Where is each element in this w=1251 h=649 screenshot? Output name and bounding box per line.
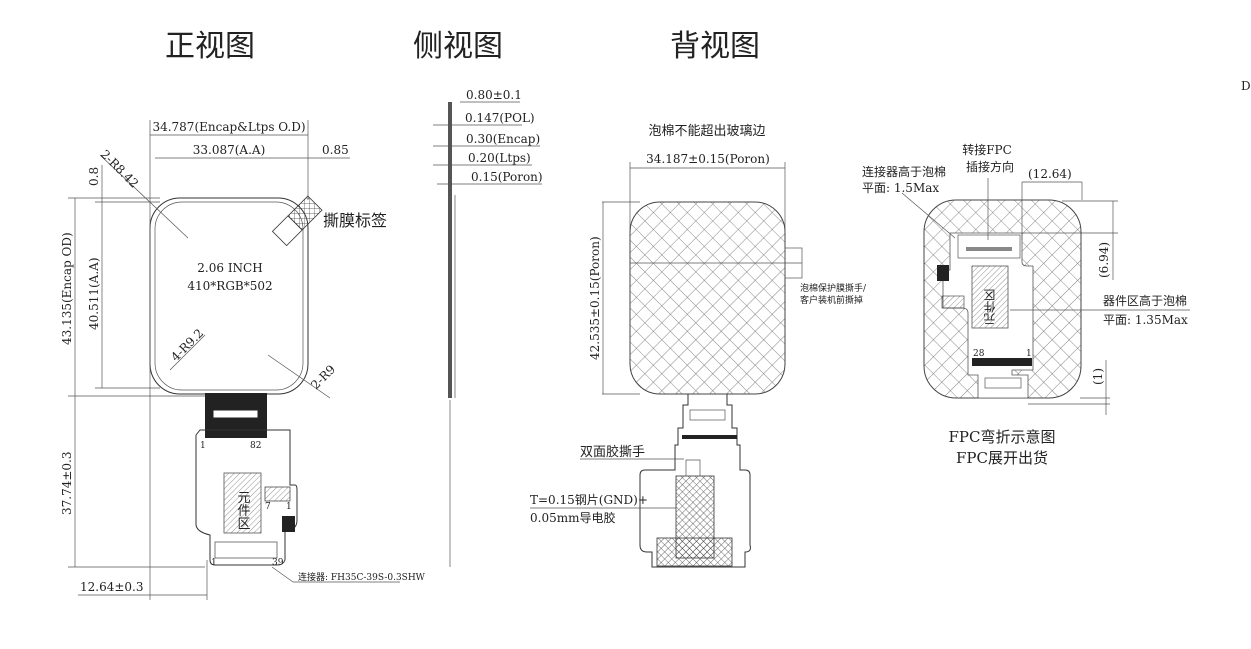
fpc-bent-view: 转接FPC 插接方向 连接器高于泡棉 平面: 1.5Max 元件区 28 1 (… bbox=[862, 142, 1190, 467]
pin-1b: 1 bbox=[286, 502, 292, 512]
pin-39: 39 bbox=[272, 558, 284, 568]
layer-ltps: 0.20(Ltps) bbox=[468, 151, 531, 165]
dim-fpc-length: 37.74±0.3 bbox=[60, 452, 74, 516]
component-note-1: 器件区高于泡棉 bbox=[1103, 293, 1187, 308]
back-view: 泡棉不能超出玻璃边 34.187±0.15(Poron) 泡棉保护膜撕手/ 客户… bbox=[530, 124, 867, 568]
panel-resolution: 410*RGB*502 bbox=[187, 279, 272, 293]
bent-dim-height: (6.94) bbox=[1097, 242, 1111, 278]
dim-poron-height: 42.535±0.15(Poron) bbox=[588, 236, 602, 360]
dim-fpc-offset: 12.64±0.3 bbox=[80, 580, 144, 594]
panel-size: 2.06 INCH bbox=[197, 261, 262, 275]
foam-film-note-2: 客户装机前撕掉 bbox=[800, 294, 863, 306]
tape-tab-label: 双面胶撕手 bbox=[580, 444, 645, 460]
bent-caption-2: FPC展开出货 bbox=[956, 449, 1048, 467]
pin-1: 1 bbox=[200, 441, 206, 451]
bent-dim-width: (12.64) bbox=[1028, 167, 1072, 181]
insert-direction-2: 插接方向 bbox=[966, 159, 1014, 174]
component-area-label: 元件区 bbox=[235, 491, 251, 530]
pin-7: 7 bbox=[265, 502, 271, 512]
peel-label: 撕膜标签 bbox=[323, 211, 387, 230]
back-view-title: 背视图 bbox=[670, 29, 760, 64]
steel-note-1: T=0.15钢片(GND)+ bbox=[530, 493, 648, 507]
component-area bbox=[223, 472, 262, 534]
dim-encap-ltps-od: 34.787(Encap&Ltps O.D) bbox=[152, 120, 305, 134]
fpc-board bbox=[195, 429, 298, 566]
dim-aa-height: 40.511(A.A) bbox=[87, 258, 101, 331]
front-view-title: 正视图 bbox=[165, 29, 255, 64]
connector-note-2: 平面: 1.5Max bbox=[862, 181, 939, 195]
connector-note-1: 连接器高于泡棉 bbox=[862, 164, 946, 179]
bent-dim-bottom: (1) bbox=[1091, 368, 1105, 385]
foam-film-note-1: 泡棉保护膜撕手/ bbox=[800, 282, 867, 294]
layer-encap: 0.30(Encap) bbox=[466, 132, 540, 146]
front-view: 34.787(Encap&Ltps O.D) 33.087(A.A) 0.85 … bbox=[60, 120, 426, 600]
bent-pin-28: 28 bbox=[973, 349, 985, 359]
panel-outline bbox=[149, 197, 309, 395]
connector-label: 连接器: FH35C-39S-0.3SHW bbox=[298, 571, 426, 583]
dim-poron-width: 34.187±0.15(Poron) bbox=[646, 152, 770, 166]
layer-total: 0.80±0.1 bbox=[466, 88, 522, 102]
active-area-outline bbox=[154, 201, 304, 391]
radius-tl: 2-R8.42 bbox=[98, 147, 141, 190]
radius-br: 2-R9 bbox=[308, 362, 338, 392]
pin-1c: 1 bbox=[211, 558, 217, 568]
steel-note-2: 0.05mm导电胶 bbox=[530, 510, 615, 525]
layer-poron: 0.15(Poron) bbox=[471, 170, 543, 184]
dim-top: 0.8 bbox=[87, 167, 101, 186]
dim-aa-width: 33.087(A.A) bbox=[193, 143, 266, 157]
bent-component-label: 元件区 bbox=[983, 289, 997, 325]
layer-pol: 0.147(POL) bbox=[465, 111, 535, 125]
bent-caption-1: FPC弯折示意图 bbox=[949, 428, 1056, 446]
pin-82: 82 bbox=[250, 441, 261, 451]
foam-note: 泡棉不能超出玻璃边 bbox=[648, 124, 765, 139]
side-view: 0.80±0.1 0.147(POL) 0.30(Encap) 0.20(Ltp… bbox=[433, 88, 543, 567]
poron-foam bbox=[629, 201, 786, 395]
insert-direction-1: 转接FPC bbox=[962, 142, 1012, 157]
bent-pin-1: 1 bbox=[1026, 349, 1032, 359]
back-fpc bbox=[639, 394, 751, 568]
dim-offset: 0.85 bbox=[322, 143, 349, 157]
radius-inner: 4-R9.2 bbox=[168, 326, 206, 364]
bent-component-area bbox=[971, 265, 1009, 329]
side-view-title: 侧视图 bbox=[413, 29, 503, 64]
corner-mark: D bbox=[1241, 79, 1251, 93]
dim-encap-od-height: 43.135(Encap OD) bbox=[60, 232, 74, 345]
component-note-2: 平面: 1.35Max bbox=[1103, 313, 1188, 327]
